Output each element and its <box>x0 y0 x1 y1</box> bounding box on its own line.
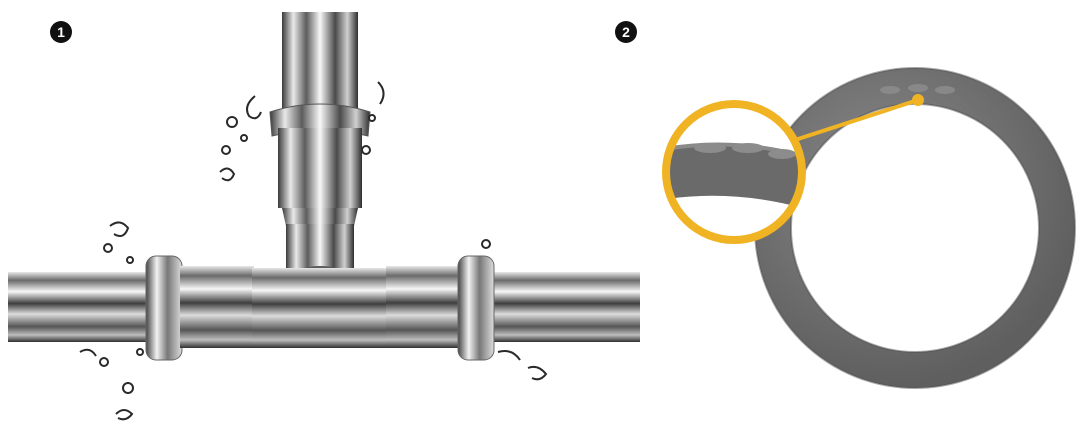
o-ring-illustration <box>662 67 1076 389</box>
magnified-detail <box>662 100 806 244</box>
vertical-fitting-body <box>278 128 362 208</box>
tee-center-body <box>252 268 388 348</box>
panel-marker-1: 1 <box>50 21 72 43</box>
pipe-fitting-panel <box>8 12 640 421</box>
panel-marker-2: 2 <box>615 21 637 43</box>
o-ring-panel <box>600 0 1078 432</box>
callout-line <box>794 98 919 142</box>
right-sleeve <box>386 266 460 348</box>
water-droplets <box>79 81 548 421</box>
left-sleeve <box>180 266 254 348</box>
vertical-fitting-neck <box>282 208 358 226</box>
right-collar <box>457 255 495 361</box>
callout-dot <box>912 94 924 106</box>
o-ring <box>754 67 1076 389</box>
pipe-fitting-illustration <box>8 12 640 421</box>
left-collar <box>145 255 183 361</box>
